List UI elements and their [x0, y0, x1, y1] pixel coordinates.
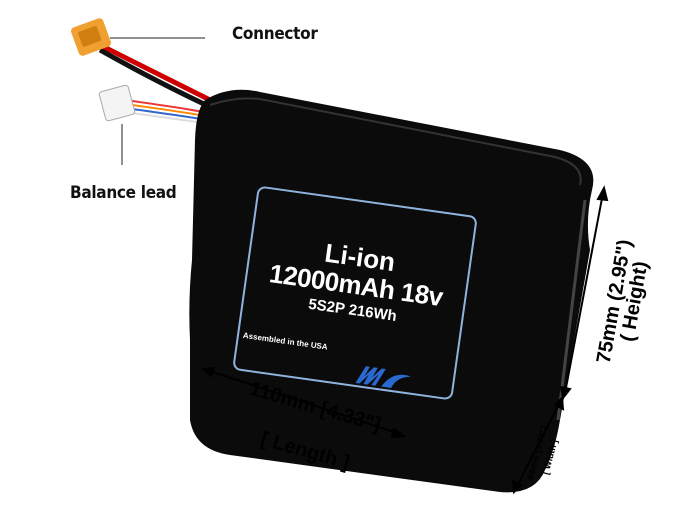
length-arrowhead: [200, 366, 216, 378]
connector-callout: Connector: [232, 24, 318, 44]
height-arrow: [564, 192, 604, 394]
width-arrow: [515, 401, 561, 489]
balance-connector: [98, 84, 136, 122]
battery-label: Li-ion 12000mAh 18v 5S2P 216Wh Assembled…: [232, 185, 478, 401]
xt60-connector: [71, 18, 111, 56]
length-arrow: [206, 369, 401, 435]
balance-lead-callout: Balance lead: [70, 183, 177, 203]
brand-logo: [355, 366, 411, 388]
battery-body: [189, 89, 594, 493]
dimension-arrows: [200, 185, 609, 495]
